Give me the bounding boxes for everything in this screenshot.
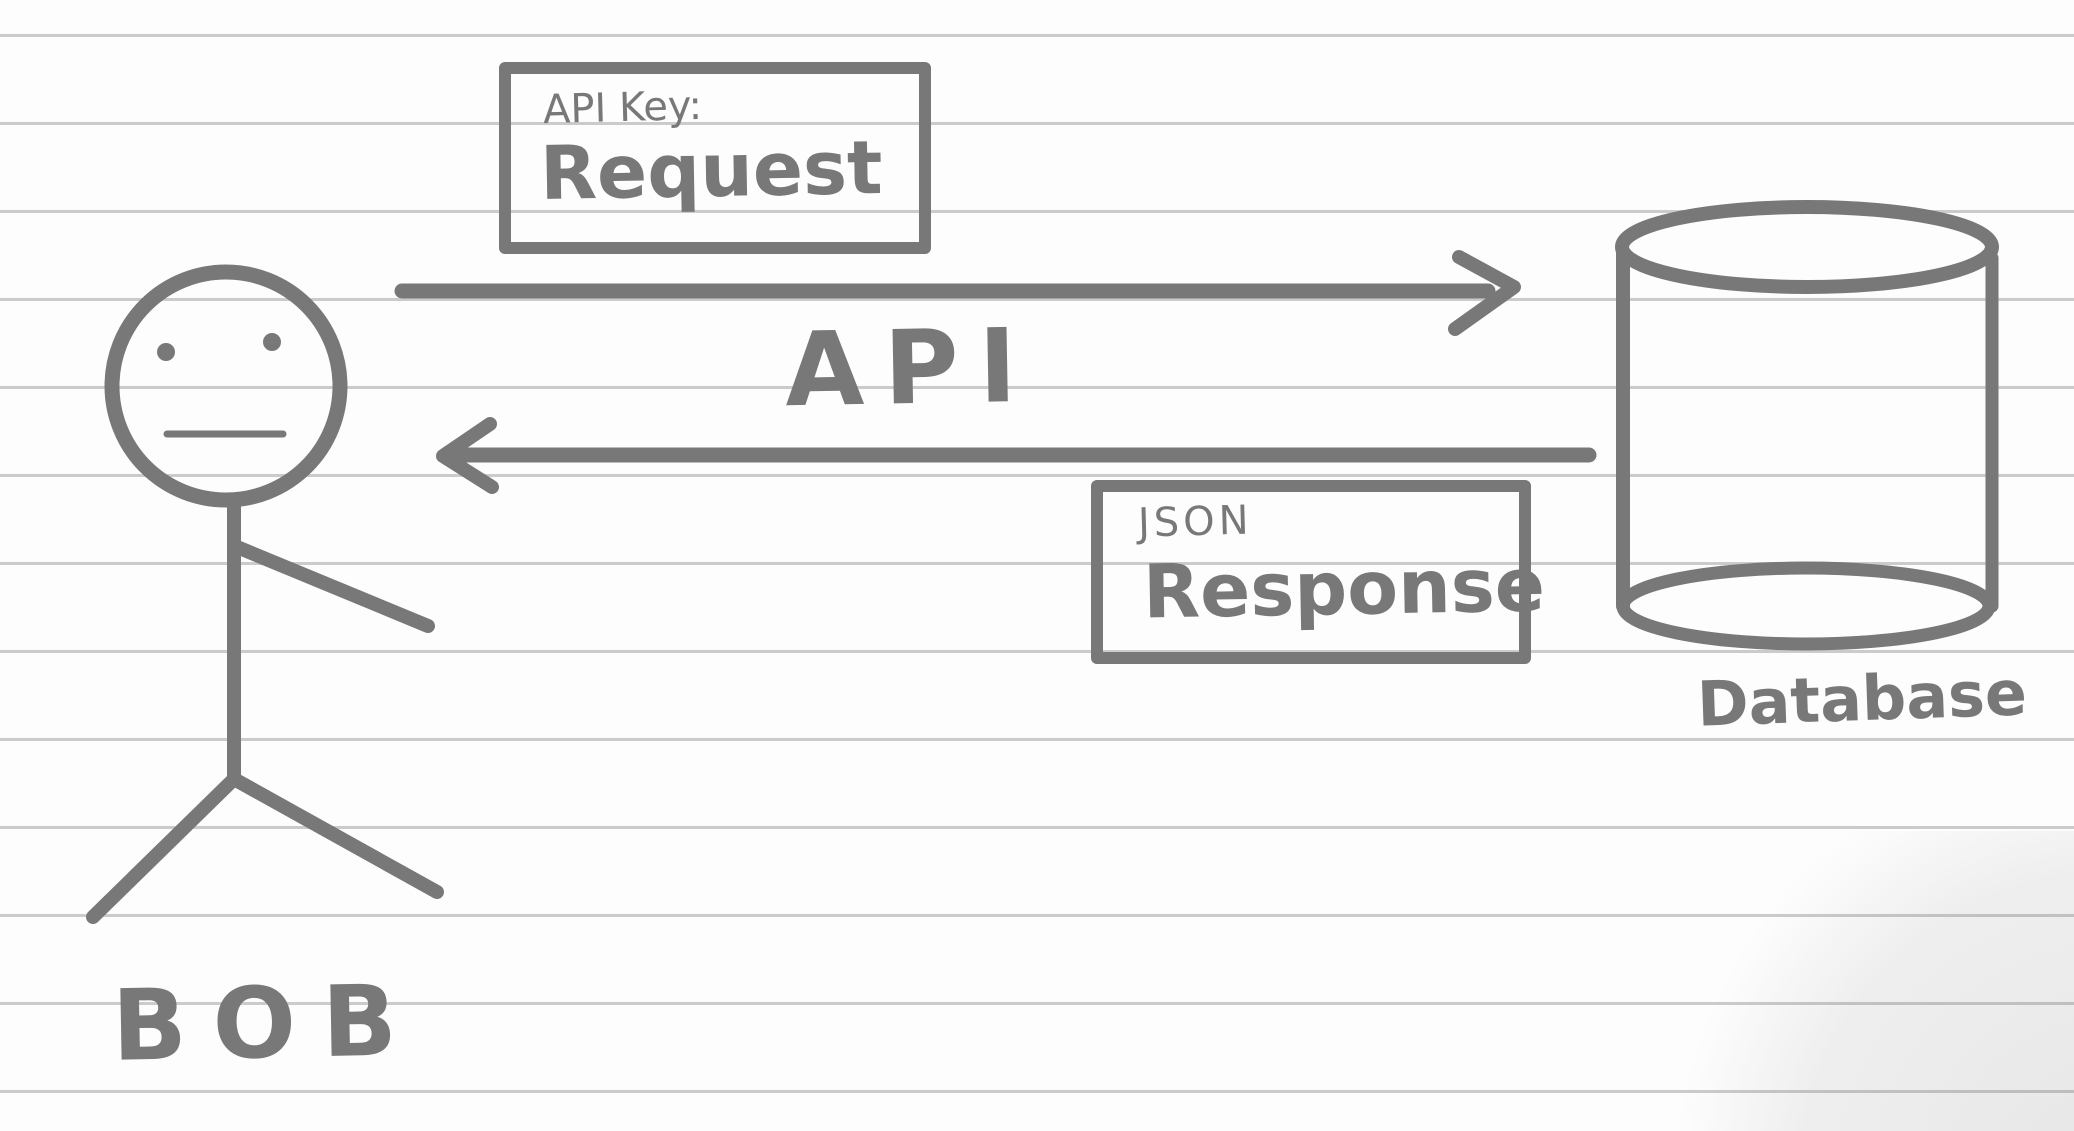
arm [230,540,435,633]
actor-name-label: BOB [111,964,424,1084]
request-arrow [394,250,1521,336]
cylinder-top [1615,200,1999,294]
request-label: Request [539,125,884,217]
left-eye [157,343,175,361]
cylinder-bottom [1616,561,1996,651]
response-arrowhead [436,417,499,494]
request-arrowhead [1448,250,1521,336]
stick-figure-head [104,264,348,508]
left-leg [86,772,241,924]
database-cylinder [1615,200,1999,651]
response-label: Response [1142,542,1546,636]
json-tag: JSON [1137,497,1254,547]
api-key-tag: API Key: [542,82,703,134]
stick-figure [86,264,444,924]
right-eye [263,333,281,351]
database-label: Database [1695,656,2029,741]
api-label: API [783,306,1038,431]
response-box [1091,480,1531,664]
response-arrow [436,417,1597,494]
right-leg [227,772,444,899]
request-box [499,62,931,254]
